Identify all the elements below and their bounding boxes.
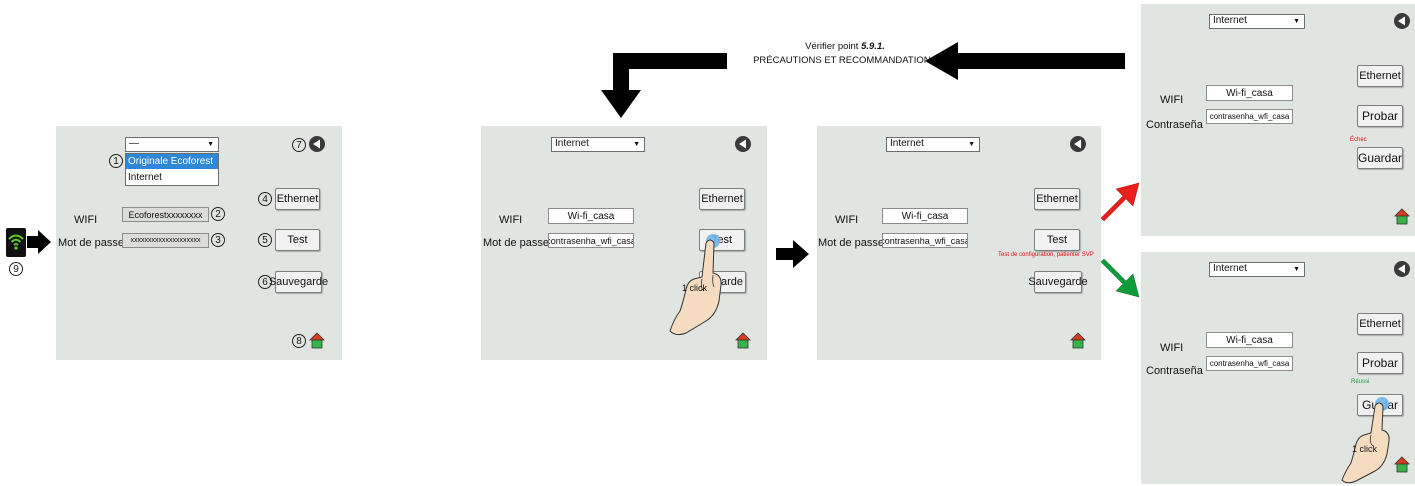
screen2-wifi-label: WIFI xyxy=(499,214,523,226)
callout-9: 9 xyxy=(9,262,23,276)
screen3-ethernet-button[interactable]: Ethernet xyxy=(1034,188,1080,210)
screen1-select[interactable]: — ▼ xyxy=(125,137,219,152)
screen1-dropdown: Originale Ecoforest Internet xyxy=(125,153,219,186)
screen3-pass-label: Mot de passe xyxy=(818,237,885,249)
chevron-down-icon: ▼ xyxy=(207,141,214,148)
screen2-pass-field[interactable]: contrasenha_wfi_casa xyxy=(548,233,634,248)
home-icon[interactable] xyxy=(1394,456,1410,474)
callout-3: 3 xyxy=(211,233,225,247)
screen3-wifi-field[interactable]: Wi-fi_casa xyxy=(882,208,968,224)
callout-4: 4 xyxy=(258,192,272,206)
chevron-down-icon: ▼ xyxy=(968,141,975,148)
screen1-test-button[interactable]: Test xyxy=(275,229,320,251)
screen1-wifi-label: WIFI xyxy=(74,214,98,226)
screen3-select[interactable]: Internet ▼ xyxy=(886,137,980,152)
screen5-wifi-label: WIFI xyxy=(1160,342,1184,354)
screen2-ethernet-button[interactable]: Ethernet xyxy=(699,188,745,210)
screen5-wifi-field[interactable]: Wi-fi_casa xyxy=(1206,332,1293,348)
screen3-status: Test de configuration, patienter SVP xyxy=(998,252,1094,258)
screen5-select-value: Internet xyxy=(1213,263,1247,274)
home-icon[interactable] xyxy=(309,332,325,350)
screen2-hand-label: 1 click xyxy=(682,283,708,293)
screen5-ethernet-button[interactable]: Ethernet xyxy=(1357,313,1403,335)
chevron-down-icon: ▼ xyxy=(633,141,640,148)
screen2-pass-label: Mot de passe xyxy=(483,237,550,249)
screen5-pass-label: Contraseña xyxy=(1146,365,1203,377)
screen5-save-label-left: Gu xyxy=(1362,398,1379,412)
screen5-test-button[interactable]: Probar xyxy=(1357,352,1403,374)
screen4-wifi-label: WIFI xyxy=(1160,94,1184,106)
screen1-pass-field[interactable]: xxxxxxxxxxxxxxxxxxxx xyxy=(122,233,209,248)
hand-pointer-icon: 1 click xyxy=(1338,396,1390,486)
screen5-status: Réussi xyxy=(1351,379,1370,385)
screen4-wifi-field[interactable]: Wi-fi_casa xyxy=(1206,85,1293,101)
back-icon[interactable] xyxy=(309,136,325,152)
screen2-select-value: Internet xyxy=(555,138,589,149)
screen1-wifi-field[interactable]: Ecoforestxxxxxxxx xyxy=(122,207,209,222)
note-ref: 5.9.1. xyxy=(861,41,885,52)
callout-5: 5 xyxy=(258,233,272,247)
screen4-status: Échec xyxy=(1350,137,1367,143)
callout-1: 1 xyxy=(109,154,123,168)
screen3-test-button[interactable]: Test xyxy=(1034,229,1080,251)
screen2-wifi-field[interactable]: Wi-fi_casa xyxy=(548,208,634,224)
screen5-select[interactable]: Internet ▼ xyxy=(1209,262,1305,277)
callout-2: 2 xyxy=(211,207,225,221)
screen4-select-value: Internet xyxy=(1213,15,1247,26)
home-icon[interactable] xyxy=(1394,208,1410,226)
screen4-ethernet-button[interactable]: Ethernet xyxy=(1357,65,1403,87)
screen1-save-button[interactable]: Sauvegarde xyxy=(269,271,328,293)
back-icon[interactable] xyxy=(1394,13,1410,29)
callout-7: 7 xyxy=(292,138,306,152)
screen2-select[interactable]: Internet ▼ xyxy=(551,137,645,152)
note-text: Vérifier point 5.9.1. PRÉCAUTIONS ET REC… xyxy=(740,40,950,68)
back-icon[interactable] xyxy=(1394,261,1410,277)
screen3-wifi-label: WIFI xyxy=(835,214,859,226)
screen4-pass-field[interactable]: contrasenha_wfi_casa xyxy=(1206,109,1293,124)
screen1-pass-label: Mot de passe xyxy=(58,237,125,249)
callout-6: 6 xyxy=(258,275,272,289)
screen5-hand-label: 1 click xyxy=(1352,444,1378,454)
hand-pointer-icon: 1 click xyxy=(666,233,726,341)
screen4-test-button[interactable]: Probar xyxy=(1357,105,1403,127)
chevron-down-icon: ▼ xyxy=(1293,18,1300,25)
home-icon[interactable] xyxy=(1070,332,1086,350)
screen1-select-value: — xyxy=(129,138,139,149)
note-line1: Vérifier point xyxy=(805,41,862,52)
wifi-icon xyxy=(6,228,26,257)
screen5-pass-field[interactable]: contrasenha_wfi_casa xyxy=(1206,356,1293,371)
screen3-pass-field[interactable]: contrasenha_wfi_casa xyxy=(882,233,968,248)
screen4-select[interactable]: Internet ▼ xyxy=(1209,14,1305,29)
note-line2: PRÉCAUTIONS ET RECOMMANDATIONS xyxy=(753,55,937,66)
back-icon[interactable] xyxy=(1070,136,1086,152)
home-icon[interactable] xyxy=(735,332,751,350)
screen4-pass-label: Contraseña xyxy=(1146,119,1203,131)
screen3-save-button[interactable]: Sauvegarde xyxy=(1028,271,1088,293)
screen4-save-button[interactable]: Guardar xyxy=(1357,147,1403,169)
back-icon[interactable] xyxy=(735,136,751,152)
callout-8: 8 xyxy=(292,334,306,348)
dropdown-option-ecoforest[interactable]: Originale Ecoforest xyxy=(126,154,218,169)
screen3-select-value: Internet xyxy=(890,138,924,149)
screen1-ethernet-button[interactable]: Ethernet xyxy=(275,188,320,210)
chevron-down-icon: ▼ xyxy=(1293,266,1300,273)
dropdown-option-internet[interactable]: Internet xyxy=(128,172,162,183)
